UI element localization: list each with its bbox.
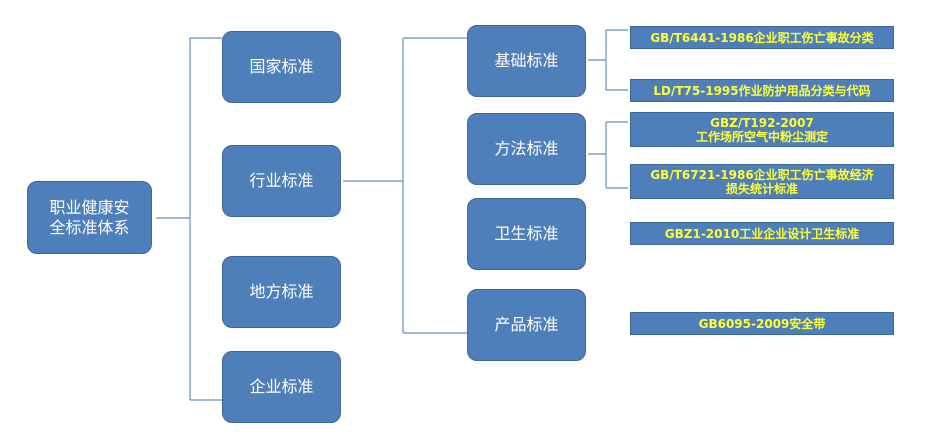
subcategory-product: 产品标准 — [467, 289, 586, 361]
method-bracket — [588, 121, 628, 189]
category-local: 地方标准 — [222, 256, 341, 328]
standard-gbz1: GBZ1-2010工业企业设计卫生标准 — [630, 222, 894, 245]
standard-gb6095: GB6095-2009安全带 — [630, 312, 894, 335]
basic-bracket — [588, 29, 628, 91]
subcategory-basic: 基础标准 — [467, 25, 586, 97]
category-enterprise: 企业标准 — [222, 351, 341, 423]
industry-bracket — [343, 37, 467, 334]
subcategory-method: 方法标准 — [467, 113, 586, 185]
category-national: 国家标准 — [222, 31, 341, 103]
standard-ld75: LD/T75-1995作业防护用品分类与代码 — [630, 79, 894, 102]
standard-gb6441: GB/T6441-1986企业职工伤亡事故分类 — [630, 26, 894, 49]
root-node: 职业健康安 全标准体系 — [27, 181, 152, 254]
standard-gbz192: GBZ/T192-2007 工作场所空气中粉尘测定 — [630, 112, 894, 147]
root-bracket — [156, 37, 222, 401]
category-industry: 行业标准 — [222, 145, 341, 217]
standard-gb6721: GB/T6721-1986企业职工伤亡事故经济 损失统计标准 — [630, 164, 894, 199]
subcategory-hygiene: 卫生标准 — [467, 198, 586, 270]
